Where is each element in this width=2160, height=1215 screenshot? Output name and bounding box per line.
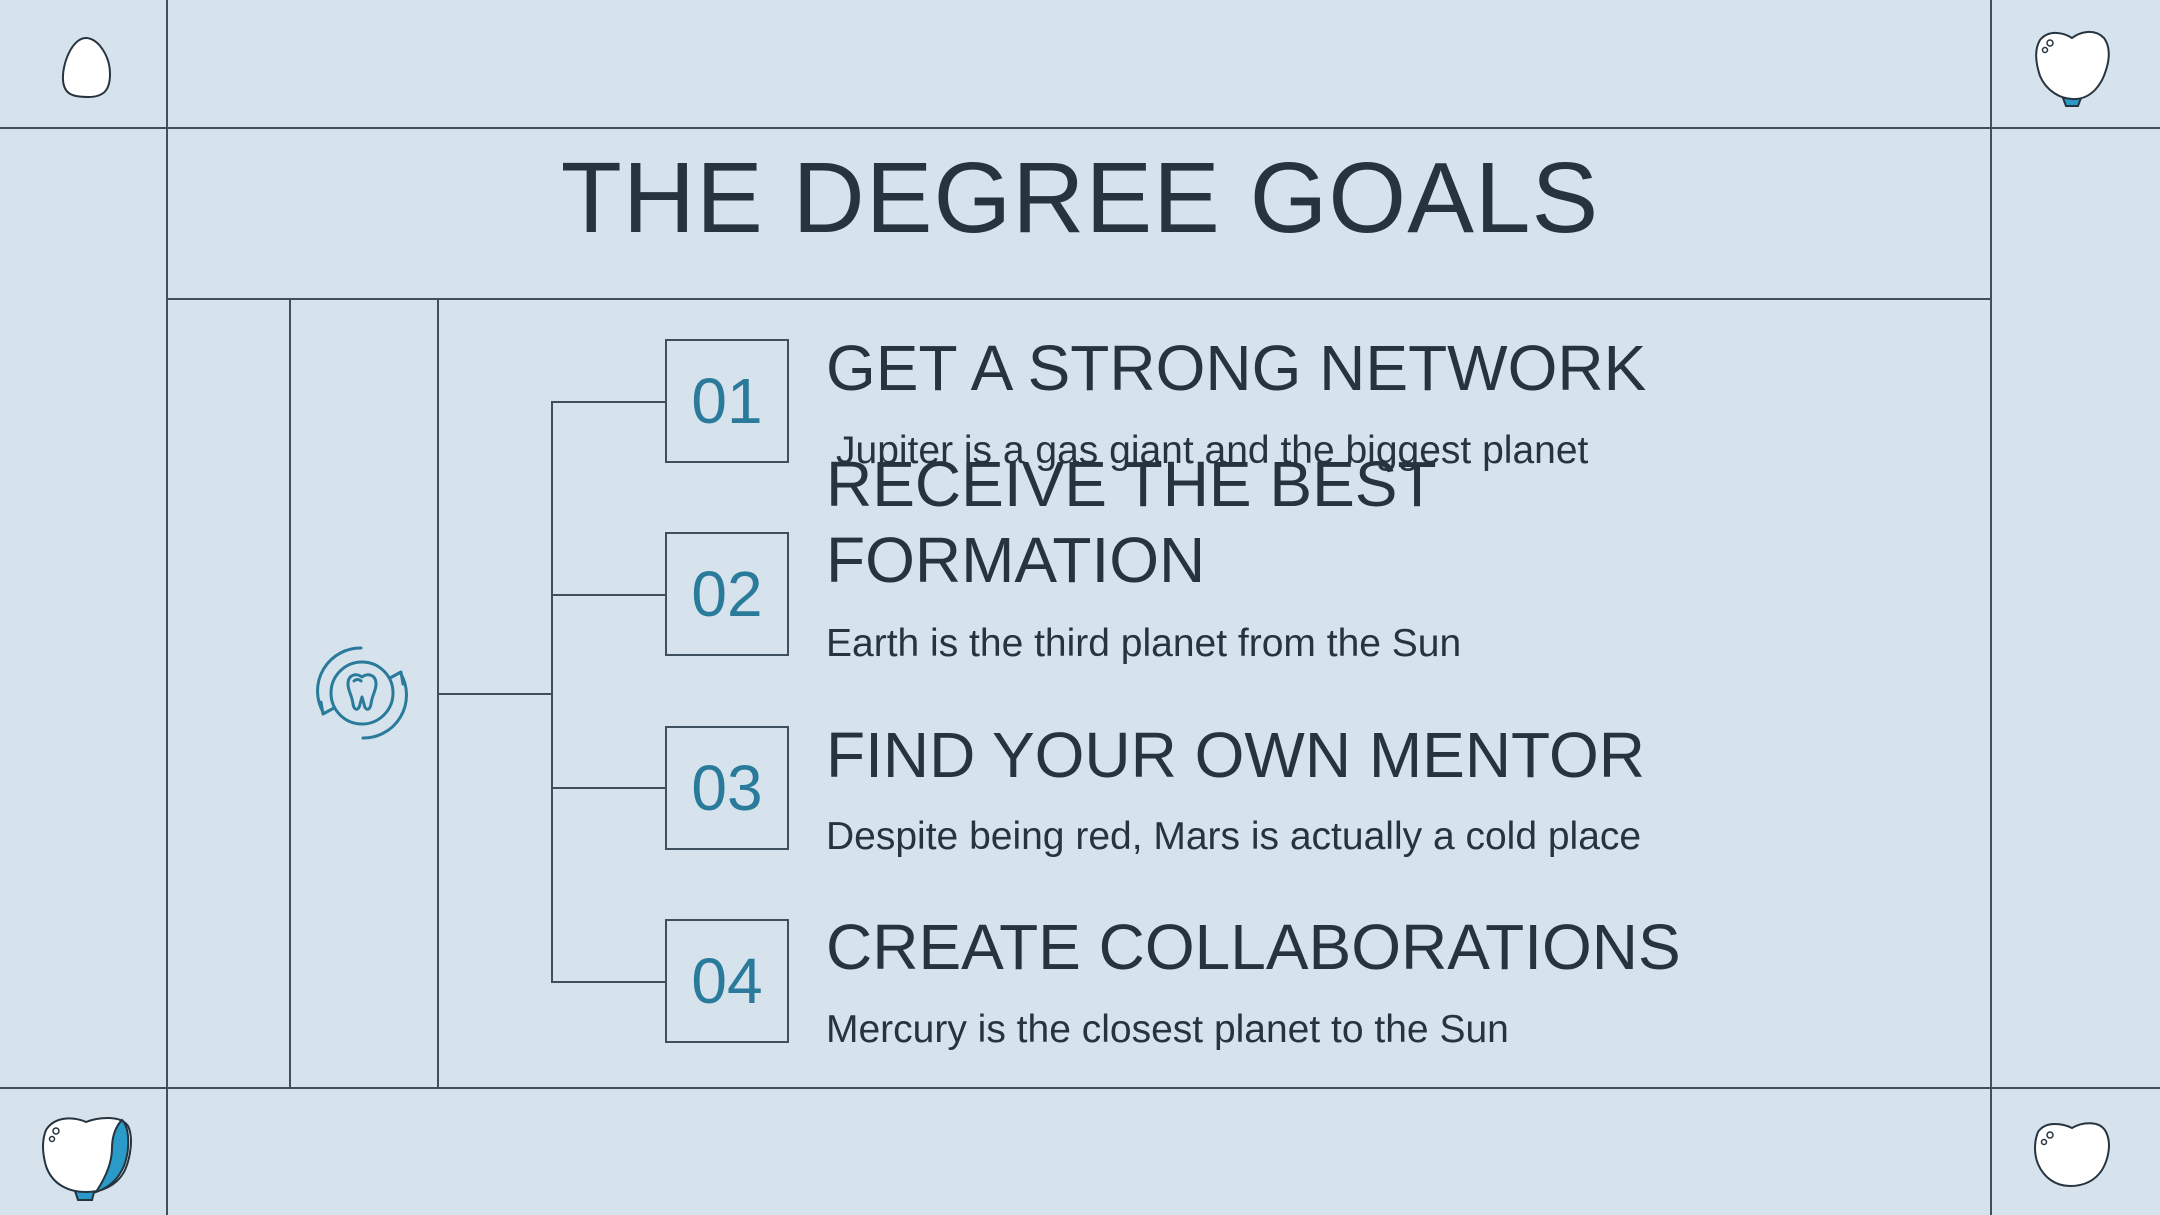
- goal-title-03: FIND YOUR OWN MENTOR: [826, 719, 1645, 791]
- goal-description-02: Earth is the third planet from the Sun: [826, 622, 1462, 665]
- goal-number: 04: [691, 945, 763, 1017]
- tooth-icon: [61, 36, 112, 99]
- goal-number: 01: [691, 365, 763, 437]
- slide-title: THE DEGREE GOALS: [560, 142, 1600, 254]
- connector-branch-03: [551, 787, 666, 789]
- goal-description-04: Mercury is the closest planet to the Sun: [826, 1008, 1509, 1051]
- connector-trunk: [551, 402, 553, 983]
- goal-title-04: CREATE COLLABORATIONS: [826, 911, 1681, 983]
- tooth-icon: [2035, 31, 2110, 107]
- goal-description-01: Jupiter is a gas giant and the biggest p…: [836, 429, 1589, 472]
- connector-branch-02: [551, 594, 666, 596]
- goal-title-01: GET A STRONG NETWORK: [826, 332, 1647, 404]
- goal-number-box-03: 03: [665, 726, 789, 850]
- goal-number: 03: [691, 752, 763, 824]
- goal-title-02-line1: RECEIVE THE BEST: [826, 448, 1437, 520]
- connector-branch-01: [551, 401, 666, 403]
- frame-line-bottom: [0, 1087, 2160, 1089]
- panel-line-left: [289, 299, 291, 1088]
- tooth-cycle-icon: [316, 646, 408, 740]
- goal-number-box-02: 02: [665, 532, 789, 656]
- frame-line-left: [166, 0, 168, 1215]
- connector-branch-04: [551, 981, 666, 983]
- connector-stem: [438, 693, 553, 695]
- goal-number: 02: [691, 558, 763, 630]
- goal-number-box-04: 04: [665, 919, 789, 1043]
- frame-line-top: [0, 127, 2160, 129]
- title-divider: [166, 298, 1992, 300]
- frame-line-right: [1990, 0, 1992, 1215]
- goal-description-03: Despite being red, Mars is actually a co…: [826, 815, 1642, 858]
- tooth-icon: [42, 1117, 132, 1201]
- goal-title-02-line2: FORMATION: [826, 524, 1206, 596]
- goal-number-box-01: 01: [665, 339, 789, 463]
- tooth-icon: [2034, 1122, 2110, 1188]
